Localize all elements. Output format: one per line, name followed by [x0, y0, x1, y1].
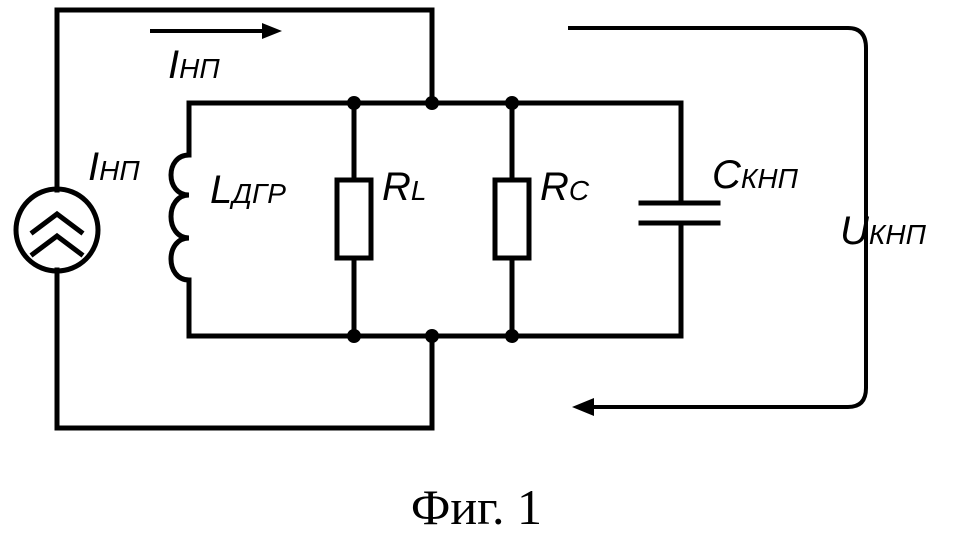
junction-dot [505, 96, 519, 110]
junction-dot [347, 329, 361, 343]
junction-dot [505, 329, 519, 343]
junction-dot [425, 329, 439, 343]
voltage-arrow-icon [568, 26, 868, 409]
label-l-dgr: LДГР [210, 168, 286, 212]
current-source-icon [13, 186, 101, 274]
resistor-rc-icon [492, 177, 532, 261]
label-r-l: RL [382, 165, 426, 209]
label-c-knp: CКНП [712, 153, 799, 197]
circuit-diagram: IНП IНП LДГР RL RC CКНП UКНП [13, 7, 927, 431]
current-arrowhead-icon [262, 23, 282, 39]
voltage-arrowhead-icon [572, 398, 594, 416]
outer-loop-wire [54, 7, 435, 431]
label-i-np-source: IНП [88, 145, 140, 189]
resistor-rl-icon [334, 177, 374, 261]
junction-dot [347, 96, 361, 110]
source-chevrons-icon [29, 210, 85, 258]
label-r-c: RC [540, 165, 590, 209]
figure-caption: Фиг. 1 [410, 479, 543, 535]
bottom-rail [186, 222, 684, 339]
inductor-icon [168, 152, 192, 283]
junction-dot [425, 96, 439, 110]
capacitor-icon [638, 200, 721, 226]
label-u-knp: UКНП [840, 209, 927, 253]
label-i-np-arrow: IНП [168, 43, 220, 87]
